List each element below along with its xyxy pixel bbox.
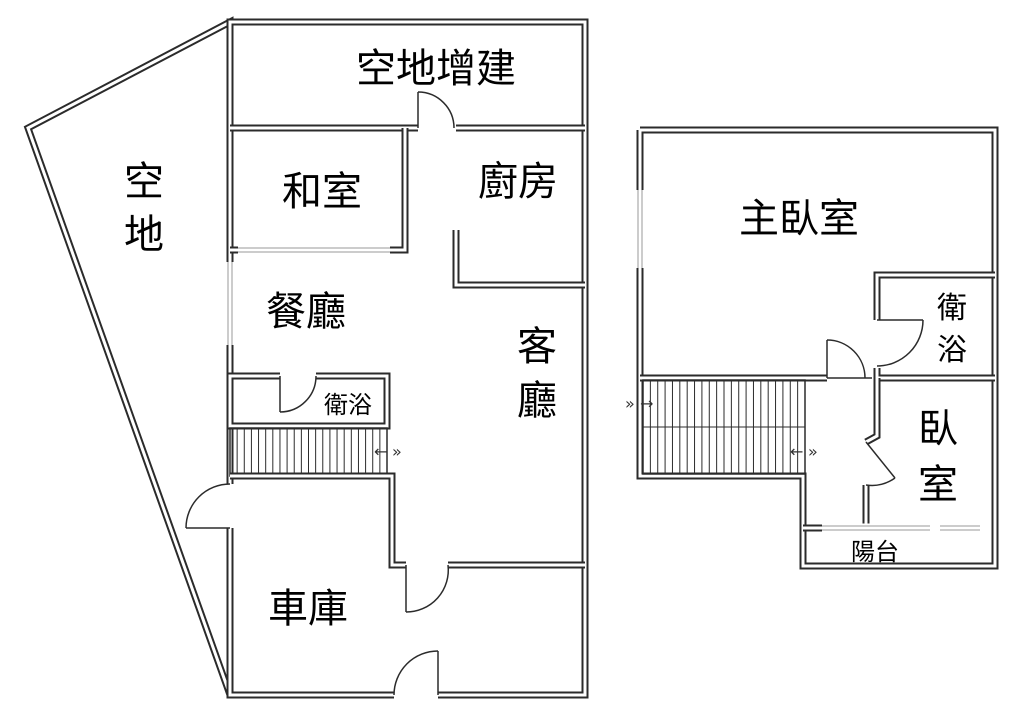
floor1-stair-arrow-tail: » — [392, 442, 402, 461]
floor1-bathroom-door[interactable] — [279, 375, 317, 413]
svg-text:廳: 廳 — [517, 378, 557, 424]
room-label-floor2-bathroom: 衛 浴 — [937, 291, 967, 368]
room-label-kitchen: 廚房 — [478, 159, 558, 205]
floor2-stairs — [642, 379, 806, 475]
dining-window — [225, 262, 235, 345]
master-bedroom-door[interactable] — [826, 339, 866, 379]
floor1-stairs — [229, 427, 388, 477]
garage-door[interactable] — [393, 650, 439, 700]
floor1-stair-arrow: ← — [374, 442, 387, 461]
svg-text:地: 地 — [124, 212, 164, 258]
room-label-living-room: 客 廳 — [517, 324, 557, 424]
yard-boundary — [23, 16, 234, 697]
room-label-yard: 空 地 — [124, 159, 164, 258]
extension-door[interactable] — [417, 91, 455, 129]
svg-text:客: 客 — [517, 324, 557, 370]
svg-text:浴: 浴 — [937, 333, 967, 368]
floor2-stair-arrow-top: → — [640, 394, 653, 413]
floor2-stair-arrow-bottom-tail: » — [808, 442, 818, 461]
room-label-master-bedroom: 主臥室 — [739, 196, 859, 242]
room-label-tatami-room: 和室 — [282, 169, 362, 215]
kitchen-wall — [452, 230, 585, 289]
floor1: ← » 空地增建 和室 廚房 餐廳 衛浴 車庫 — [23, 16, 589, 700]
floor2-stair-arrow-bottom: ← — [790, 442, 803, 461]
bedroom-door[interactable] — [865, 441, 896, 487]
svg-text:室: 室 — [918, 462, 958, 508]
floor2-outer-wall — [636, 126, 999, 570]
room-label-dining-room: 餐廳 — [266, 289, 346, 335]
floor2-stair-arrow-top-tail: » — [625, 394, 635, 413]
floor2-bathroom-wall — [872, 271, 995, 382]
floor2: → » ← » 主臥室 陽台 衛 浴 臥 室 — [625, 126, 999, 570]
room-label-garage: 車庫 — [268, 586, 348, 632]
svg-text:衛: 衛 — [937, 291, 967, 326]
side-entrance-door[interactable] — [185, 483, 235, 529]
room-label-floor1-bathroom: 衛浴 — [324, 391, 372, 419]
floor1-bathroom-wall — [226, 371, 391, 430]
tatami-room-wall — [230, 128, 409, 255]
svg-text:臥: 臥 — [918, 406, 958, 452]
balcony-window — [822, 523, 980, 533]
room-label-bedroom: 臥 室 — [918, 406, 958, 508]
room-label-balcony: 陽台 — [851, 538, 899, 566]
master-bedroom-window — [635, 190, 645, 268]
garage-wall — [230, 472, 585, 570]
svg-text:空: 空 — [124, 159, 164, 205]
floor2-bathroom-door[interactable] — [876, 319, 924, 367]
room-label-yard-extension: 空地增建 — [356, 46, 516, 92]
garage-inner-door[interactable] — [405, 564, 450, 613]
